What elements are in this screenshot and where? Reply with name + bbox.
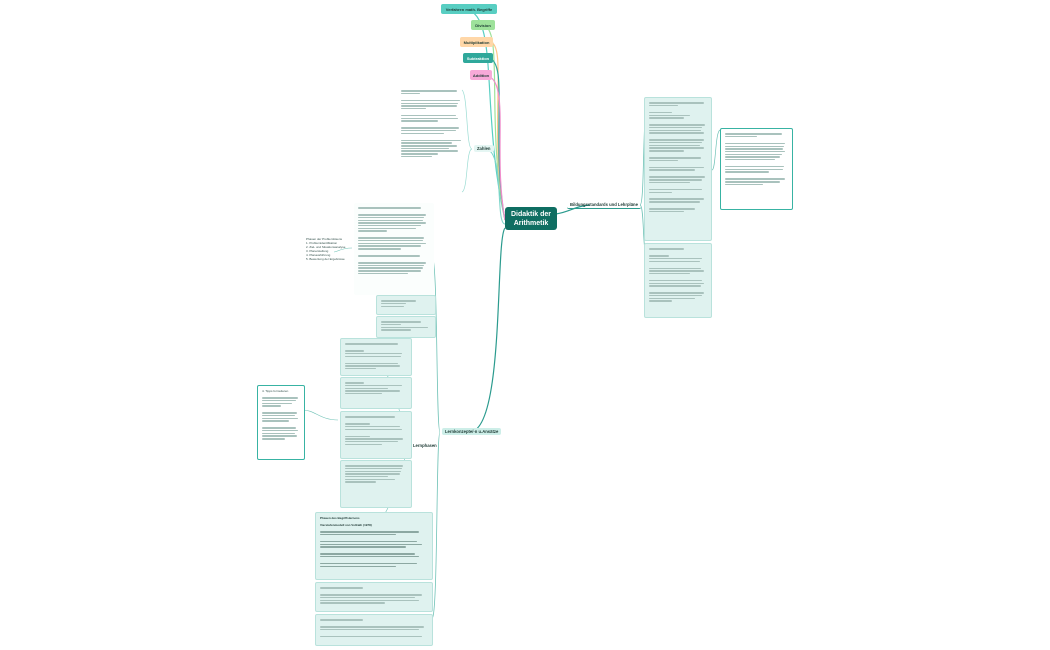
heuristik-card: [376, 295, 436, 315]
prinzipmodell-card: [340, 338, 412, 376]
phasen-item-5: 5. Bewertung der Ergebnisse: [306, 257, 345, 261]
strategien-card: [376, 316, 436, 338]
central-topic[interactable]: Didaktik der Arithmetik: [505, 207, 557, 230]
node-division-label: Division: [475, 22, 491, 28]
central-topic-line2: Arithmetik: [513, 219, 549, 227]
begriffsfestigung-card: [315, 614, 433, 646]
kompetenzen-card: [644, 243, 712, 318]
branch-lernphasen-label: Lernphasen: [413, 443, 437, 448]
begriff-model: Vierstufenmodell von Vollrath (1978): [320, 523, 372, 527]
phasen-item-2: 2. Ziel- und Situationsanalyse: [306, 245, 346, 249]
zahlen-notes: [397, 86, 467, 194]
node-subtraktion-label: Subtraktion: [466, 55, 490, 61]
phasen-title: Phasen der Problemlösens: [306, 237, 343, 241]
ziele-card: [340, 377, 412, 409]
branch-lernphasen[interactable]: Lernphasen: [410, 442, 440, 449]
node-verfahren-label: Verfahren math. Begriffe: [445, 6, 493, 12]
lernprozesse-notes: [354, 203, 434, 295]
branch-bildungsstandards[interactable]: Bildungsstandards und Lehrpläne: [567, 201, 641, 209]
node-verfahren[interactable]: Verfahren math. Begriffe: [441, 4, 497, 14]
branch-lernkonzepte[interactable]: Lernkonzepte/-n u.Ansätze: [442, 428, 502, 435]
node-multiplikation-label: Multiplikation: [463, 39, 490, 45]
phasen-item-3: 3. Planerstellung: [306, 249, 329, 253]
node-addition-label: Addition: [472, 72, 490, 78]
phasen-item-1: 1. Problemidentifikation: [306, 241, 338, 245]
begriff-title: Phasen des Begriffslernens: [320, 516, 360, 520]
branch-zahlen[interactable]: Zahlen: [474, 145, 494, 152]
phasen-item-4: 4. Planausführung: [306, 253, 331, 257]
node-subtraktion[interactable]: Subtraktion: [463, 53, 493, 63]
kompetenzbegriff-card: [720, 128, 793, 210]
bildungsstandards-card: [644, 97, 712, 241]
begriffslernen-card: Phasen des Begriffslernens Vierstufenmod…: [315, 512, 433, 580]
problemloesen-phasen: Phasen der Problemlösens 1. Problemident…: [302, 234, 354, 262]
begriffsbildung-card: [315, 582, 433, 612]
operatives-card: [340, 460, 412, 508]
central-topic-line1: Didaktik der: [510, 210, 552, 218]
node-addition[interactable]: Addition: [470, 70, 492, 80]
tipps-card: 4. Tipps formulieren: [257, 385, 305, 460]
node-multiplikation[interactable]: Multiplikation: [460, 37, 493, 47]
branch-bildungsstandards-label: Bildungsstandards und Lehrpläne: [570, 202, 638, 207]
branch-lernkonzepte-label: Lernkonzepte/-n u.Ansätze: [445, 429, 499, 434]
node-division[interactable]: Division: [471, 20, 495, 30]
branch-zahlen-label: Zahlen: [477, 146, 491, 151]
tipps-title: 4. Tipps formulieren: [262, 389, 289, 393]
strukturmodell-card: [340, 411, 412, 459]
